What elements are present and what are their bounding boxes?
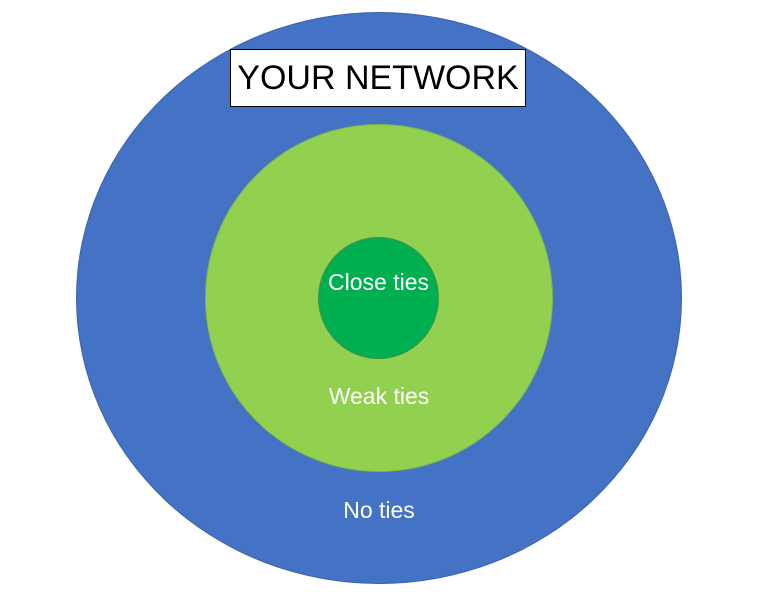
title-box: YOUR NETWORK — [230, 49, 526, 107]
diagram-title: YOUR NETWORK — [237, 58, 519, 97]
weak-ties-label: Weak ties — [328, 383, 430, 409]
close-ties-label: Close ties — [328, 269, 429, 295]
no-ties-label: No ties — [343, 497, 415, 523]
close-ties-circle — [318, 237, 439, 359]
